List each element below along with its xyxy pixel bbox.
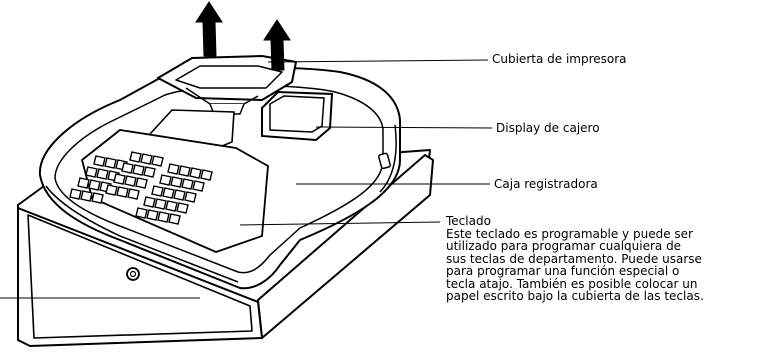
keyboard-key — [104, 157, 117, 169]
keyboard-key — [151, 155, 164, 167]
callout-lines — [0, 59, 493, 299]
keyboard-key — [135, 177, 148, 189]
keyboard-key — [181, 178, 194, 190]
keyboard-key — [170, 176, 183, 188]
keyboard-description: Este teclado es programable y puede ser … — [446, 226, 704, 303]
keyboard-key — [127, 188, 140, 200]
keyboard-key — [143, 166, 156, 178]
printer-cover — [157, 55, 297, 115]
keyboard-key — [113, 173, 126, 185]
register-body-label: Caja registradora — [494, 177, 598, 191]
keyboard-key — [93, 155, 106, 167]
keyboard-key — [146, 209, 159, 221]
leader-printer — [267, 59, 489, 63]
keyboard-key — [85, 166, 98, 178]
leader-keyboard — [239, 221, 441, 226]
keyboard-key — [184, 191, 197, 203]
keyboard-key — [168, 213, 181, 225]
leader-display — [315, 126, 493, 129]
keyboard-callout: Teclado Este teclado es programable y pu… — [446, 215, 756, 303]
keyboard-keys — [69, 151, 213, 225]
keyboard-key — [178, 165, 191, 177]
printer-cover-label: Cubierta de impresora — [492, 52, 627, 66]
keyboard-key — [165, 200, 178, 212]
keyboard-key — [80, 190, 93, 202]
keyboard-key — [91, 192, 104, 204]
keyboard-key — [162, 187, 175, 199]
keyboard-key — [176, 202, 189, 214]
keyboard-key — [154, 198, 167, 210]
drawer-lock — [126, 267, 140, 281]
keyboard-key — [143, 196, 156, 208]
keyboard-frame — [80, 129, 269, 253]
up-arrow-icon — [263, 19, 291, 71]
keyboard-key — [121, 162, 134, 174]
keyboard-key — [124, 175, 137, 187]
up-arrow-icon — [195, 1, 223, 57]
keyboard-key — [69, 188, 82, 200]
keyboard-key — [151, 185, 164, 197]
keyboard-key — [135, 207, 148, 219]
cashier-display-label: Display de cajero — [496, 121, 600, 135]
keyboard-key — [96, 168, 109, 180]
cashier-display — [261, 90, 334, 142]
keyboard-key — [132, 164, 145, 176]
side-key-slot — [378, 152, 391, 170]
keyboard-key — [105, 184, 118, 196]
keyboard-key — [88, 179, 101, 191]
keyboard-key — [77, 177, 90, 189]
keyboard-key — [173, 189, 186, 201]
keyboard-key — [167, 163, 180, 175]
keyboard-key — [200, 169, 213, 181]
keyboard-key — [116, 186, 129, 198]
keyboard-key — [189, 167, 202, 179]
keyboard-key — [159, 174, 172, 186]
keyboard-key — [140, 153, 153, 165]
keyboard-key — [192, 180, 205, 192]
keyboard-key — [129, 151, 142, 163]
keyboard-title: Teclado — [446, 214, 491, 228]
keyboard-key — [157, 211, 170, 223]
